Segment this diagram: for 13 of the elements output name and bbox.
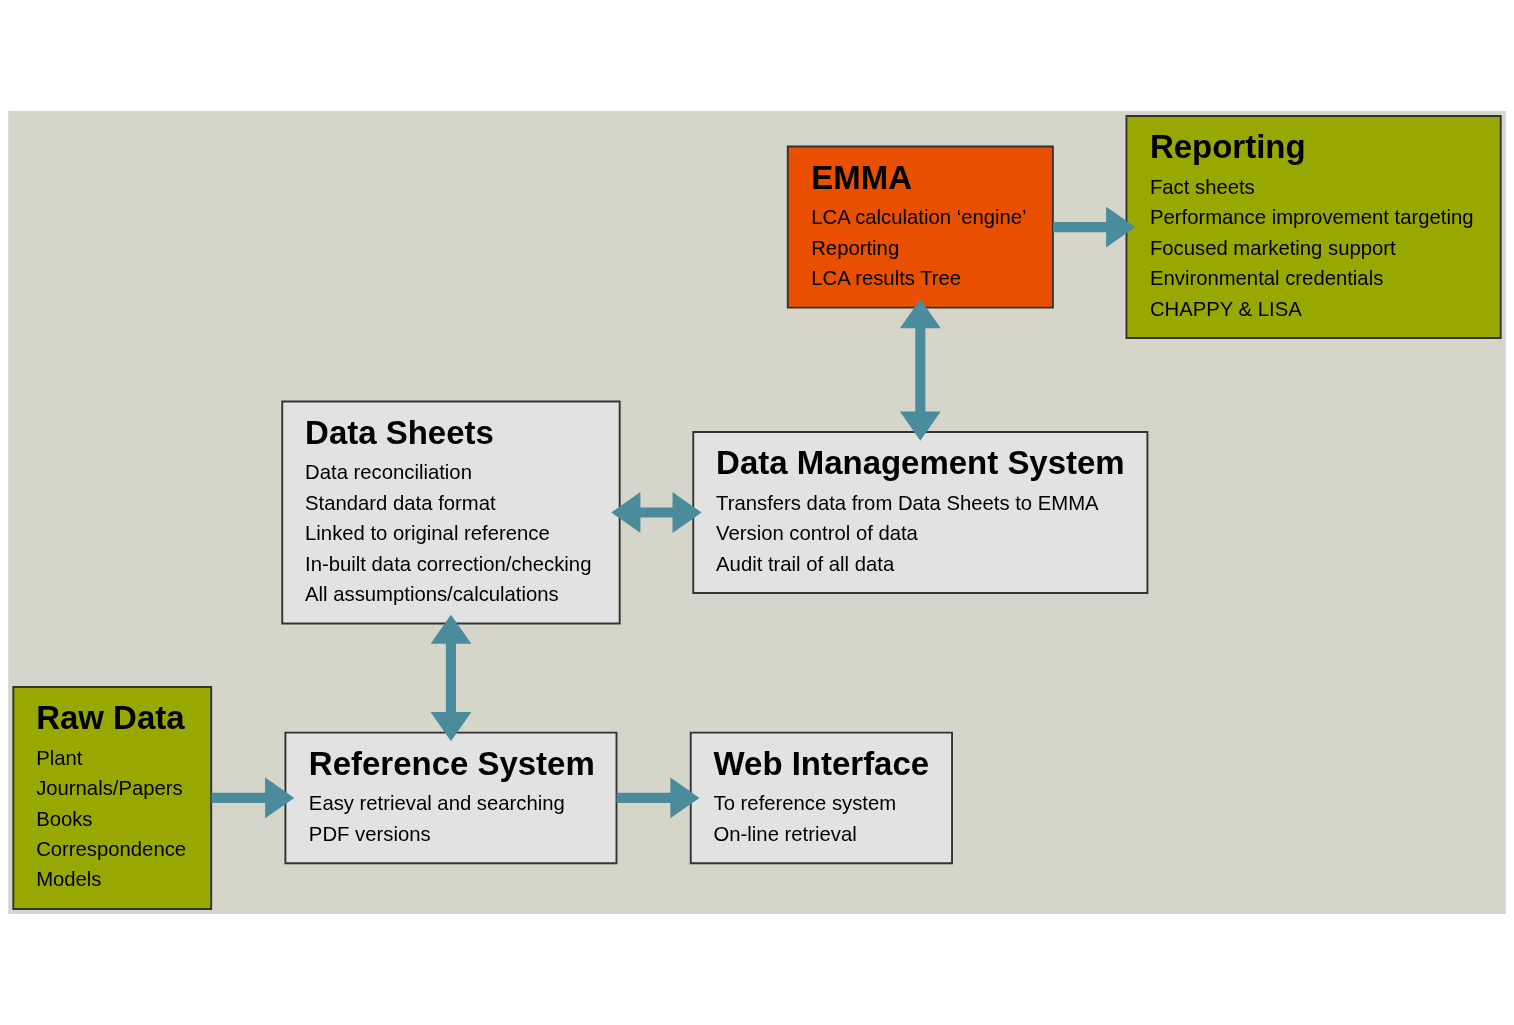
node-box: Reporting Fact sheets Performance improvement targeting Focused marketing support Environmental credentials CHAPPY & LISA <box>1125 115 1502 339</box>
node-box: Reference System Easy retrieval and searching PDF versions <box>284 731 618 865</box>
arrow <box>430 614 472 742</box>
node-box: Data Sheets Data reconciliation Standard data format Linked to original reference In-built data correction/checking All assumptions/calculations <box>281 400 621 625</box>
arrow <box>211 777 295 819</box>
node-box: Data Management System Transfers data from Data Sheets to EMMA Version control of data Audit trail of all data <box>692 431 1149 594</box>
arrow <box>1053 206 1136 248</box>
arrow <box>899 299 941 441</box>
node-box: Raw Data Plant Journals/Papers Books Correspondence Models <box>12 685 213 910</box>
node-box: EMMA LCA calculation ‘engine’ Reporting LCA results Tree <box>786 145 1054 309</box>
node-box: Web Interface To reference system On-line retrieval <box>689 731 953 865</box>
arrow <box>611 492 702 533</box>
arrow <box>616 777 700 819</box>
